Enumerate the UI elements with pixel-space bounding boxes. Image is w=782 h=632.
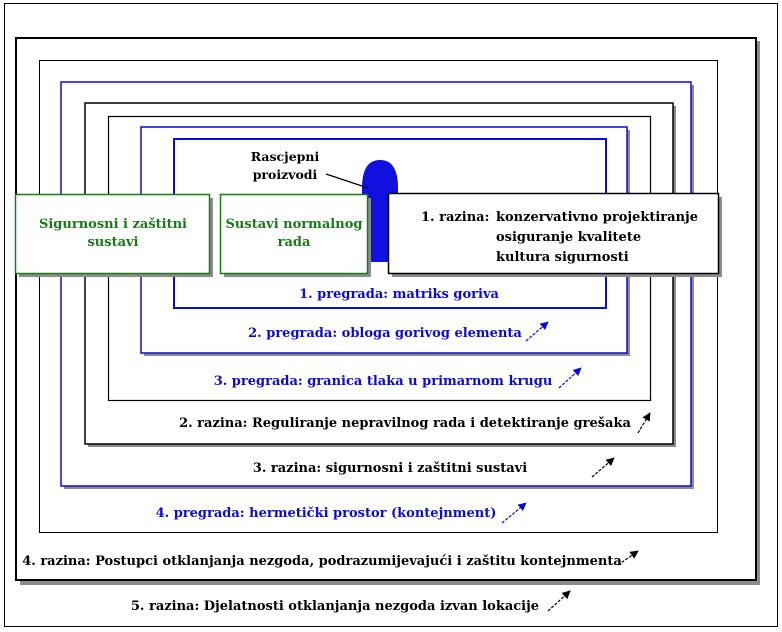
- barrier3-label: 3. pregrada: granica tlaka u primarnom k…: [214, 374, 553, 389]
- level1-box: [387, 192, 720, 275]
- fission-products-label-line2: proizvodi: [253, 167, 318, 182]
- level2-label: 2. razina: Reguliranje nepravilnog rada …: [179, 416, 631, 431]
- normal-systems-box: [219, 193, 369, 275]
- level3-label: 3. razina: sigurnosni i zaštitni sustavi: [253, 461, 527, 476]
- arrow-icon: [591, 457, 615, 478]
- fission-pointer-line: [325, 173, 369, 189]
- level4-label: 4. razina: Postupci otklanjanja nezgoda,…: [22, 554, 622, 569]
- arrow-icon: [547, 590, 571, 612]
- arrow-icon: [558, 367, 582, 389]
- barrier4-label: 4. pregrada: hermetički prostor (kontejn…: [156, 506, 497, 521]
- level1-prefix: 1. razina:: [421, 210, 489, 225]
- level5-label: 5. razina: Djelatnosti otklanjanja nezgo…: [131, 599, 539, 614]
- normal-systems-label-line2: rada: [278, 235, 311, 250]
- fission-products-label-line1: Rascjepni: [251, 149, 320, 164]
- safety-systems-label-line1: Sigurnosni i zaštitni: [39, 217, 187, 232]
- level1-line2: osiguranje kvalitete: [496, 230, 641, 245]
- barrier2-label: 2. pregrada: obloga gorivog elementa: [248, 326, 522, 341]
- arrow-icon: [525, 321, 549, 342]
- arrow-icon: [617, 550, 639, 566]
- level4-boundary: [39, 60, 718, 533]
- arrow-icon: [501, 502, 527, 524]
- safety-systems-label-line2: sustavi: [87, 235, 138, 250]
- barrier1-label: 1. pregrada: matriks goriva: [299, 287, 499, 302]
- arrow-icon: [637, 412, 651, 434]
- normal-systems-label-line1: Sustavi normalnog: [226, 217, 363, 232]
- safety-systems-box: [14, 193, 211, 275]
- level1-line3: kultura sigurnosti: [496, 250, 629, 265]
- level1-line1: konzervativno projektiranje: [496, 210, 698, 225]
- outer-frame: [4, 3, 778, 627]
